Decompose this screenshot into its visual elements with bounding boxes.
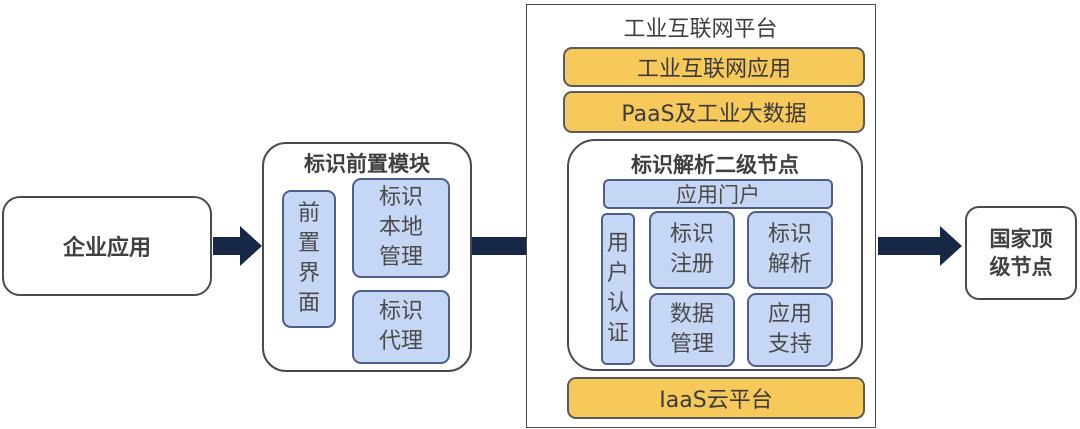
- local-mgmt-line: 本地: [378, 215, 423, 240]
- front-module-box: 标识前置模块 前 置 界 面 标识 本地 管理 标识 代理: [262, 142, 472, 372]
- user-auth-char: 证: [606, 321, 629, 346]
- local-mgmt-box: 标识 本地 管理: [352, 178, 450, 278]
- paas-box: PaaS及工业大数据: [563, 91, 865, 133]
- app-support-box: 应用 支持: [747, 293, 833, 367]
- resolution-line: 解析: [767, 252, 812, 277]
- iaas-label: IaaS云平台: [659, 388, 773, 413]
- user-auth-char: 认: [606, 291, 629, 316]
- registration-line: 标识: [669, 222, 714, 247]
- enterprise-app-label: 企业应用: [62, 236, 151, 261]
- proxy-box: 标识 代理: [352, 290, 450, 364]
- local-mgmt-line: 标识: [378, 185, 423, 210]
- registration-line: 注册: [669, 252, 714, 277]
- portal-box: 应用门户: [603, 179, 833, 209]
- enterprise-app-box: 企业应用: [2, 196, 212, 296]
- local-mgmt-line: 管理: [378, 245, 423, 270]
- national-node-box: 国家顶 级节点: [965, 206, 1077, 300]
- user-auth-char: 户: [606, 261, 629, 286]
- paas-label: PaaS及工业大数据: [621, 102, 807, 127]
- user-auth-char: 用: [606, 231, 629, 256]
- arrow-enterprise-to-front: [213, 226, 262, 266]
- front-interface-box: 前 置 界 面: [282, 190, 336, 328]
- iaas-box: IaaS云平台: [567, 377, 865, 419]
- front-interface-char: 界: [297, 261, 320, 286]
- national-node-line: 级节点: [989, 255, 1053, 279]
- data-mgmt-line: 数据: [669, 302, 714, 327]
- secondary-node-box: 标识解析二级节点 应用门户 用 户 认 证 标识 注册 标识 解析 数据 管理 …: [567, 139, 863, 371]
- front-interface-char: 面: [297, 291, 320, 316]
- app-support-line: 应用: [767, 302, 812, 327]
- proxy-line: 标识: [378, 299, 423, 324]
- arrow-platform-to-national: [878, 226, 962, 266]
- platform-box: 工业互联网平台 工业互联网应用 PaaS及工业大数据 标识解析二级节点 应用门户…: [526, 4, 876, 428]
- apps-label: 工业互联网应用: [636, 57, 791, 82]
- proxy-line: 代理: [378, 329, 423, 354]
- data-mgmt-line: 管理: [669, 332, 714, 357]
- registration-box: 标识 注册: [649, 211, 735, 289]
- national-node-line: 国家顶: [989, 227, 1053, 251]
- front-interface-char: 置: [297, 231, 320, 256]
- resolution-line: 标识: [767, 222, 812, 247]
- front-module-title: 标识前置模块: [304, 152, 430, 176]
- front-interface-char: 前: [297, 201, 320, 226]
- apps-box: 工业互联网应用: [563, 47, 865, 87]
- resolution-box: 标识 解析: [747, 211, 833, 289]
- portal-label: 应用门户: [676, 183, 760, 207]
- user-auth-box: 用 户 认 证: [601, 213, 635, 365]
- secondary-node-title: 标识解析二级节点: [631, 153, 799, 177]
- app-support-line: 支持: [767, 332, 812, 357]
- data-mgmt-box: 数据 管理: [649, 293, 735, 367]
- platform-title: 工业互联网平台: [623, 17, 778, 42]
